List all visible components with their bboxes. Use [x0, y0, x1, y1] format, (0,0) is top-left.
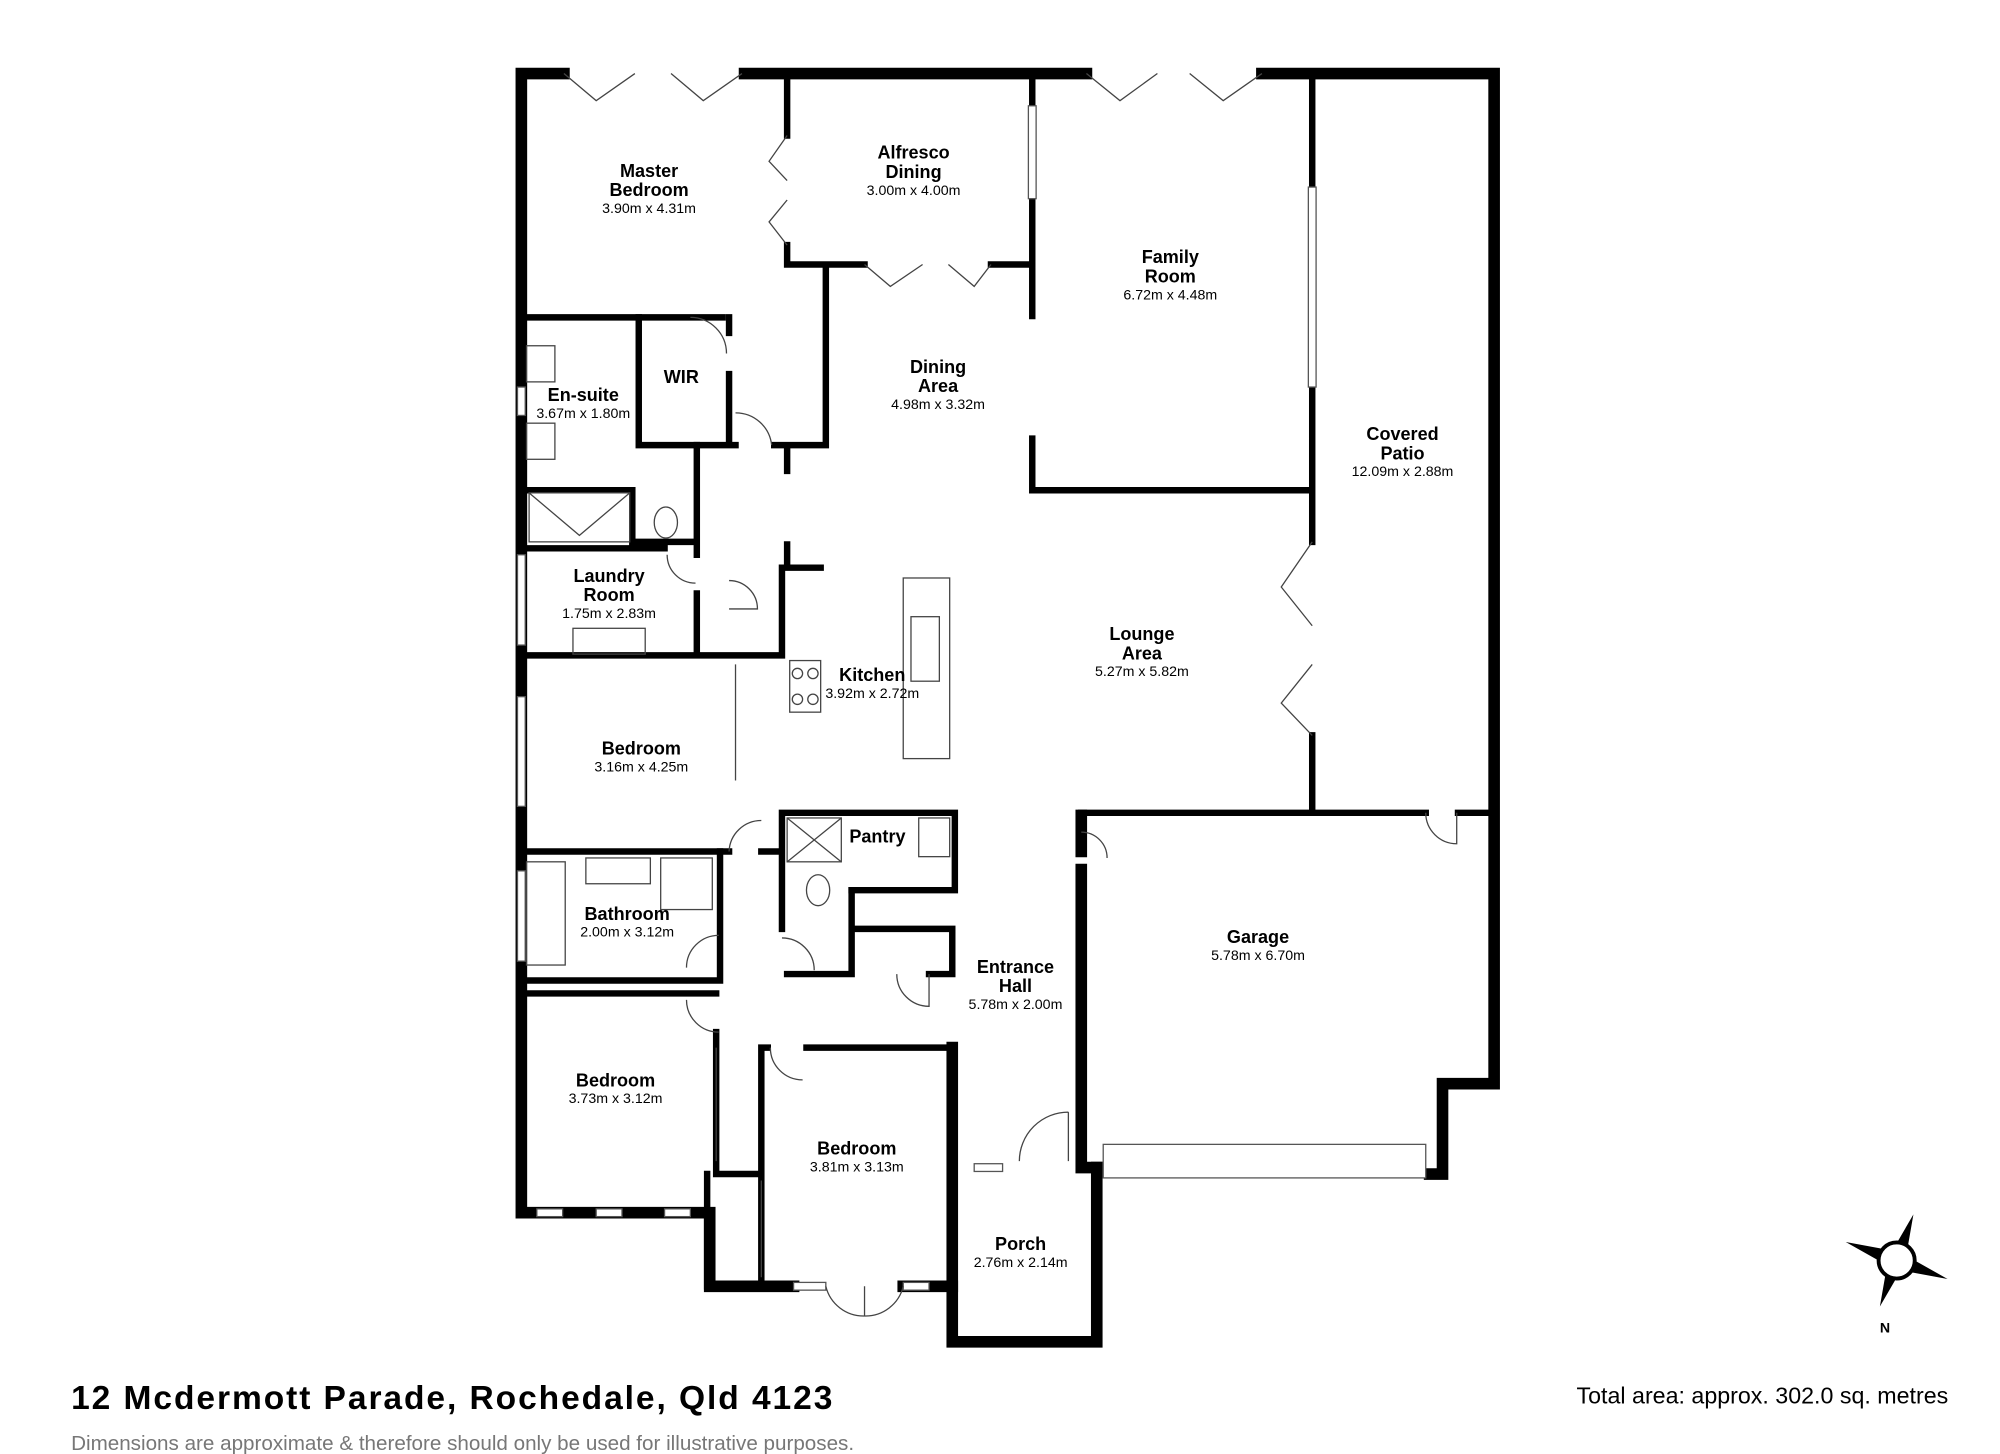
room-dimensions: 3.81m x 3.13m: [810, 1159, 904, 1175]
svg-text:En-suite: En-suite: [548, 385, 619, 405]
room-dimensions: 5.27m x 5.82m: [1095, 664, 1189, 680]
svg-text:Bedroom: Bedroom: [817, 1139, 896, 1159]
svg-text:Bedroom: Bedroom: [602, 739, 681, 759]
room-wir: WIR: [664, 367, 699, 387]
room-dimensions: 3.92m x 2.72m: [825, 686, 919, 702]
svg-text:Bedroom: Bedroom: [576, 1070, 655, 1090]
svg-text:WIR: WIR: [664, 367, 699, 387]
room-dimensions: 1.75m x 2.83m: [562, 606, 656, 622]
room-dimensions: 3.67m x 1.80m: [536, 406, 630, 422]
room-dimensions: 6.72m x 4.48m: [1123, 287, 1217, 303]
total-area: Total area: approx. 302.0 sq. metres: [1577, 1383, 1949, 1409]
room-dimensions: 12.09m x 2.88m: [1352, 464, 1454, 480]
room-dimensions: 3.90m x 4.31m: [602, 201, 696, 217]
fixtures: [525, 345, 951, 966]
compass-north-label: N: [1880, 1321, 1890, 1337]
disclaimer: Dimensions are approximate & therefore s…: [71, 1432, 854, 1454]
room-dimensions: 2.76m x 2.14m: [974, 1255, 1068, 1271]
room-dimensions: 5.78m x 6.70m: [1211, 948, 1305, 964]
room-dimensions: 3.16m x 4.25m: [594, 760, 688, 776]
room-pantry: Pantry: [849, 826, 905, 846]
doors-and-windows: [516, 73, 1458, 1317]
room-dimensions: 3.73m x 3.12m: [569, 1091, 663, 1107]
svg-text:Pantry: Pantry: [849, 826, 905, 846]
svg-text:Garage: Garage: [1227, 927, 1289, 947]
room-dimensions: 2.00m x 3.12m: [580, 925, 674, 941]
svg-text:Bathroom: Bathroom: [585, 904, 670, 924]
room-dimensions: 3.00m x 4.00m: [867, 183, 961, 199]
room-dimensions: 5.78m x 2.00m: [969, 997, 1063, 1013]
svg-text:Porch: Porch: [995, 1234, 1046, 1254]
svg-text:Kitchen: Kitchen: [839, 665, 905, 685]
property-address: 12 Mcdermott Parade, Rochedale, Qld 4123: [71, 1380, 834, 1417]
room-name: Master: [620, 161, 678, 181]
interior-walls: [518, 70, 1498, 1290]
compass-icon: N: [1845, 1214, 1948, 1337]
room-dimensions: 4.98m x 3.32m: [891, 397, 985, 413]
